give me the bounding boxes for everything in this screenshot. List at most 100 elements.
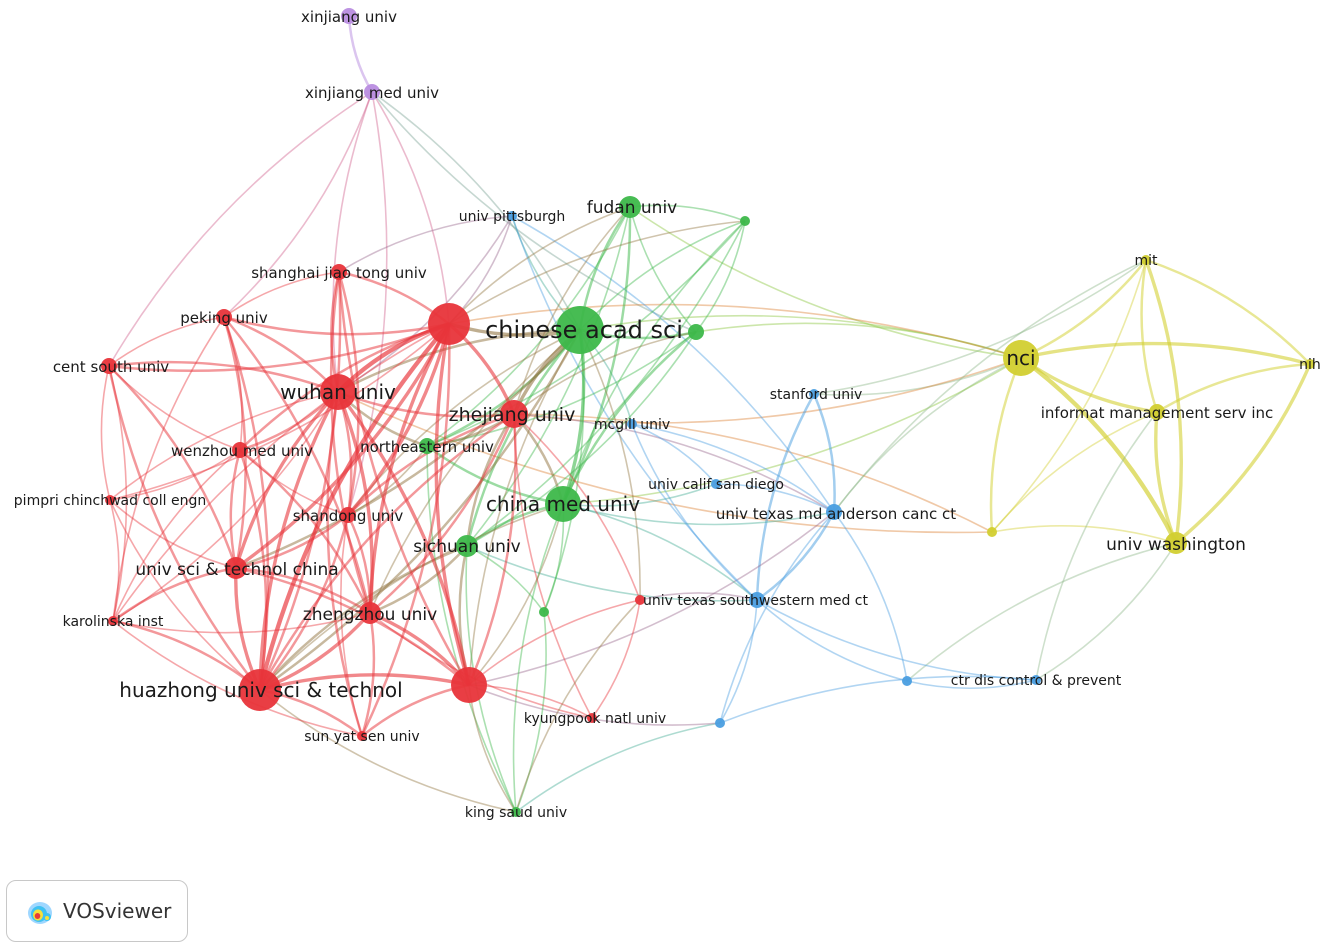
- network-node-northeastern-univ[interactable]: [419, 438, 435, 454]
- node-label-cent-south-univ: cent south univ: [53, 358, 169, 376]
- network-node-king-saud-univ[interactable]: [511, 807, 521, 817]
- network-link: [756, 599, 908, 682]
- network-link: [579, 314, 1022, 359]
- network-link: [591, 599, 641, 719]
- network-link: [235, 329, 581, 570]
- network-link: [562, 503, 835, 526]
- network-link: [258, 412, 515, 691]
- network-link: [234, 390, 340, 569]
- network-link: [258, 271, 342, 691]
- vosviewer-badge[interactable]: VOSviewer: [6, 880, 188, 942]
- network-node-informat-management-serv-inc[interactable]: [1149, 404, 1165, 420]
- network-node-nih[interactable]: [1305, 359, 1315, 369]
- network-link: [112, 612, 371, 634]
- network-node-mcgill-univ[interactable]: [627, 419, 637, 429]
- network-link: [223, 91, 373, 318]
- node-label-mcgill-univ: mcgill univ: [594, 417, 670, 433]
- network-link: [1020, 259, 1147, 360]
- network-node-shandong-univ[interactable]: [340, 507, 356, 523]
- network-node-shanghai-jiao-tong-univ[interactable]: [331, 264, 347, 280]
- network-node-peking-univ[interactable]: [216, 309, 232, 325]
- network-node-cent-south-univ[interactable]: [101, 358, 117, 374]
- network-node-univ-texas-southwestern-blue[interactable]: [749, 592, 765, 608]
- network-link: [813, 357, 1022, 396]
- network-node-univ-texas-southwestern-med-ct[interactable]: [635, 595, 645, 605]
- network-link: [629, 206, 697, 333]
- network-link: [719, 675, 1037, 724]
- network-link: [371, 91, 697, 333]
- network-link: [259, 689, 517, 813]
- network-node-china-med-univ[interactable]: [545, 486, 581, 522]
- network-link: [755, 393, 816, 601]
- network-link: [756, 511, 836, 602]
- network-link: [235, 514, 349, 570]
- network-node-univ-sci-technol-china[interactable]: [225, 557, 247, 579]
- node-label-peking-univ: peking univ: [180, 309, 268, 327]
- network-link: [332, 91, 373, 393]
- network-nodes: [101, 8, 1315, 817]
- node-label-northeastern-univ: northeastern univ: [360, 438, 494, 456]
- network-link: [561, 206, 632, 505]
- network-node-univ-calif-san-diego[interactable]: [711, 479, 721, 489]
- network-node-zhejiang-univ[interactable]: [500, 400, 528, 428]
- network-node-univ-texas-md-anderson-canc-ct[interactable]: [826, 504, 842, 520]
- network-link: [235, 566, 371, 615]
- node-label-nci: nci: [1006, 346, 1035, 370]
- network-node-wuhan-univ[interactable]: [320, 374, 356, 410]
- network-node-ctr-dis-control-prevent[interactable]: [1031, 675, 1041, 685]
- node-label-wuhan-univ: wuhan univ: [280, 380, 396, 404]
- network-link: [629, 204, 746, 222]
- network-node-sichuan-univ[interactable]: [456, 535, 478, 557]
- network-node-blue-unlabeled-2[interactable]: [715, 718, 725, 728]
- network-link: [107, 365, 261, 691]
- network-link: [259, 329, 582, 692]
- network-link: [109, 323, 450, 501]
- network-node-univ-pittsburgh[interactable]: [507, 211, 517, 221]
- network-link: [1019, 356, 1178, 544]
- network-node-green-unlabeled-3[interactable]: [539, 607, 549, 617]
- network-link: [337, 391, 993, 534]
- network-node-xinjiang-med-univ[interactable]: [364, 84, 380, 100]
- network-link: [906, 542, 1177, 682]
- network-node-green-unlabeled-1[interactable]: [740, 216, 750, 226]
- network-node-red-unlabeled-big[interactable]: [428, 303, 470, 345]
- network-node-green-unlabeled-2[interactable]: [688, 324, 704, 340]
- network-link: [631, 423, 835, 513]
- network-node-pimpri-chinchwad-coll-engn[interactable]: [105, 495, 115, 505]
- network-link: [1035, 542, 1177, 681]
- network-node-blue-unlabeled-1[interactable]: [902, 676, 912, 686]
- network-link: [513, 413, 593, 719]
- network-link: [468, 511, 835, 686]
- network-node-karolinska-inst[interactable]: [108, 616, 118, 626]
- network-link: [695, 322, 1022, 359]
- network-node-xinjiang-univ[interactable]: [341, 8, 357, 24]
- network-node-nci[interactable]: [1003, 340, 1039, 376]
- network-link: [108, 365, 241, 451]
- node-label-sichuan-univ: sichuan univ: [413, 537, 520, 557]
- network-node-yellow-unlabeled[interactable]: [987, 527, 997, 537]
- network-node-sun-yat-sen-univ[interactable]: [357, 731, 367, 741]
- node-label-fudan-univ: fudan univ: [587, 198, 677, 218]
- network-node-zhengzhou-univ[interactable]: [359, 602, 381, 624]
- network-node-huazhong-univ-sci-technol[interactable]: [239, 669, 281, 711]
- network-node-red-unlabeled-2[interactable]: [451, 667, 487, 703]
- network-node-stanford-univ[interactable]: [809, 389, 819, 399]
- node-label-huazhong-univ-sci-technol: huazhong univ sci & technol: [119, 678, 402, 702]
- network-node-chinese-acad-sci[interactable]: [556, 306, 604, 354]
- network-node-fudan-univ[interactable]: [619, 196, 641, 218]
- network-link: [223, 315, 450, 336]
- network-node-mit[interactable]: [1141, 255, 1151, 265]
- node-label-karolinska-inst: karolinska inst: [63, 614, 164, 630]
- network-link: [833, 259, 1147, 513]
- network-node-wenzhou-med-univ[interactable]: [232, 442, 248, 458]
- node-label-nih: nih: [1299, 357, 1321, 373]
- node-label-king-saud-univ: king saud univ: [465, 805, 567, 821]
- network-node-kyungpook-natl-univ[interactable]: [587, 713, 597, 723]
- node-label-univ-texas-southwestern-med-ct: univ texas southwestern med ct: [643, 593, 869, 609]
- node-label-sun-yat-sen-univ: sun yat sen univ: [304, 729, 419, 745]
- network-link: [1145, 258, 1311, 365]
- network-link: [337, 328, 581, 394]
- network-node-univ-washington[interactable]: [1165, 532, 1187, 554]
- network-link: [239, 449, 372, 614]
